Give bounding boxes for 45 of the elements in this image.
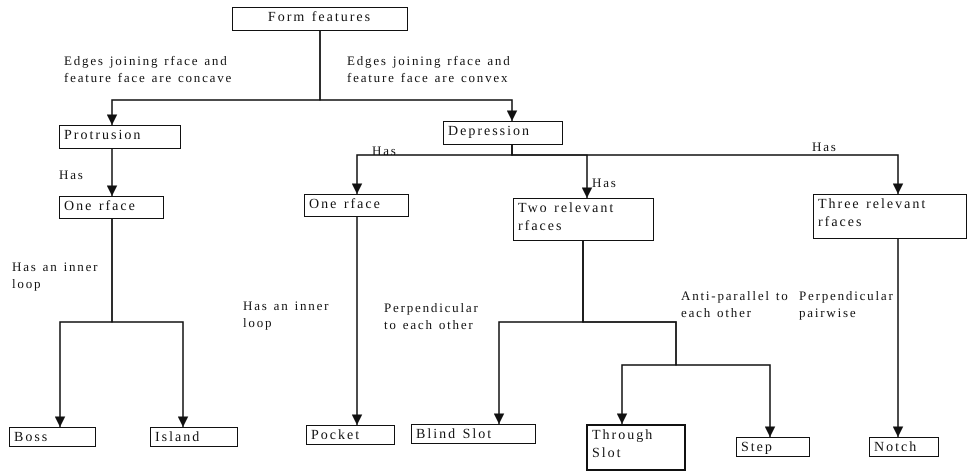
arrow <box>352 217 362 425</box>
feature-box <box>586 424 686 471</box>
arrow <box>582 241 776 437</box>
node-text: Form features <box>268 10 372 25</box>
edge-label: Edges joining rface and feature face are convex <box>347 52 512 86</box>
arrow <box>511 145 904 194</box>
edge-label: Has an inner loop <box>12 258 100 292</box>
edge-label: Has <box>592 174 619 191</box>
node-text: Protrusion <box>64 128 142 143</box>
feature-box <box>513 198 654 241</box>
edge-label: Anti-parallel to each other <box>681 287 791 321</box>
node-text: Through Slot <box>592 428 654 461</box>
feature-box <box>736 437 810 457</box>
feature-box <box>306 425 395 445</box>
node-text: One rface <box>309 197 382 212</box>
edge-label: Perpendicular to each other <box>384 299 481 333</box>
node-text: Step <box>741 440 774 455</box>
edge-label: Has <box>812 138 839 155</box>
node-text: Island <box>155 430 202 445</box>
edge-label: Edges joining rface and feature face are concave <box>64 52 234 86</box>
node-text: Boss <box>14 430 50 445</box>
node-text: Notch <box>874 440 918 455</box>
feature-box <box>150 427 238 447</box>
edge-label: Has an inner loop <box>243 297 332 331</box>
node-text: Two relevant rfaces <box>518 201 616 234</box>
node-text: Depression <box>448 124 531 139</box>
arrow <box>111 219 188 427</box>
edge-label: Has <box>59 166 86 183</box>
feature-box <box>304 194 409 217</box>
node-text: Pocket <box>311 428 362 443</box>
feature-box <box>59 196 164 219</box>
feature-box <box>59 125 181 149</box>
arrow <box>319 31 518 121</box>
feature-box <box>9 427 96 447</box>
node-text: Three relevant rfaces <box>818 197 928 230</box>
node-text: Blind Slot <box>416 427 494 442</box>
feature-box <box>411 424 536 444</box>
arrow <box>106 149 118 196</box>
edge-label: Perpendicular pairwise <box>799 287 896 321</box>
feature-box <box>813 194 967 239</box>
feature-box <box>869 437 939 457</box>
node-text: One rface <box>64 199 137 214</box>
arrow <box>892 239 904 437</box>
feature-box <box>232 7 408 31</box>
feature-box <box>443 121 563 145</box>
